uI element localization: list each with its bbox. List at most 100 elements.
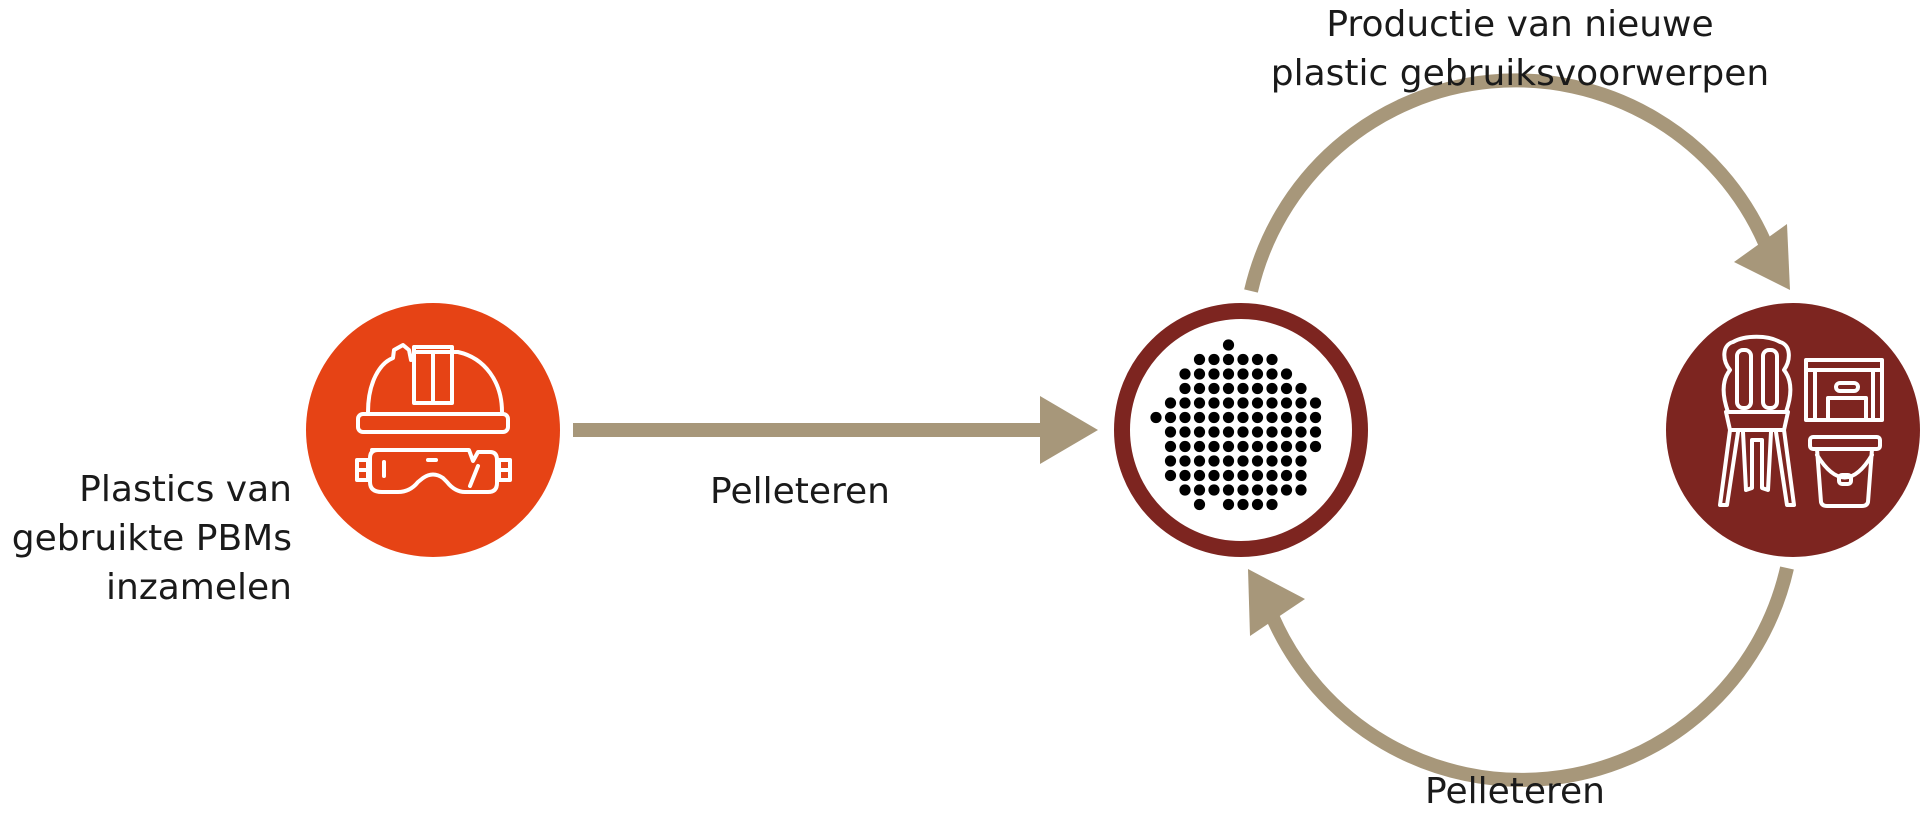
pellet-dot <box>1237 382 1249 395</box>
pellet-dot <box>1280 469 1293 482</box>
pellet-dot <box>1222 498 1235 511</box>
pellet-dot <box>1193 397 1206 409</box>
pellet-dot <box>1222 469 1235 482</box>
pellet-dot <box>1266 368 1278 380</box>
pellet-dot <box>1222 484 1235 496</box>
pellet-dot <box>1222 426 1235 438</box>
pellet-dot <box>1164 426 1177 438</box>
pellet-dot <box>1237 455 1249 467</box>
pellet-dot <box>1222 455 1235 467</box>
pellet-dot <box>1193 469 1206 482</box>
pellet-dot <box>1222 353 1235 366</box>
production-label-line-2: plastic gebruiksvoorwerpen <box>1270 53 1770 94</box>
pellet-dot <box>1309 411 1322 424</box>
pellet-dot <box>1266 498 1278 511</box>
pellet-dot <box>1164 440 1177 453</box>
pellet-dot <box>1179 455 1191 467</box>
pellet-dot <box>1237 440 1249 453</box>
pellet-dot <box>1237 368 1249 380</box>
pellet-dot <box>1179 426 1191 438</box>
chair-bucket-crate-icon <box>1718 334 1884 508</box>
pellet-dot <box>1193 353 1206 366</box>
collect-label-line-3: inzamelen <box>106 567 292 608</box>
collect-label-line-1: Plastics van <box>79 469 292 510</box>
pellet-dot <box>1251 455 1264 467</box>
pellet-dot <box>1266 484 1278 496</box>
pellet-dot <box>1251 469 1264 482</box>
pellet-dot <box>1193 382 1206 395</box>
plastic-pellets-icon <box>1150 339 1322 511</box>
ppe-node <box>306 303 560 557</box>
pellet-dot <box>1208 455 1220 467</box>
pellet-dot <box>1237 498 1249 511</box>
pellet-dot <box>1193 426 1206 438</box>
pellet-dot <box>1280 426 1293 438</box>
pellet-dot <box>1251 353 1264 366</box>
pellet-dot <box>1208 368 1220 380</box>
top-curved-arrow <box>1244 73 1790 293</box>
pellet-dot <box>1222 382 1235 395</box>
pellet-dot <box>1150 411 1162 424</box>
pellet-dot <box>1295 469 1307 482</box>
pellet-dot <box>1251 484 1264 496</box>
pellet-dot <box>1251 440 1264 453</box>
pellet-dot <box>1222 368 1235 380</box>
pellets-node <box>1114 303 1368 557</box>
pellet-dot <box>1251 411 1264 424</box>
pellet-dot <box>1280 411 1293 424</box>
pellet-dot <box>1193 498 1206 511</box>
pellet-dot <box>1179 469 1191 482</box>
pellet-dot <box>1280 440 1293 453</box>
pellet-dot <box>1179 397 1191 409</box>
pellet-dot <box>1208 426 1220 438</box>
pellet-dot <box>1179 440 1191 453</box>
pellet-dot <box>1280 382 1293 395</box>
pellet-dot <box>1295 411 1307 424</box>
pellet-dot <box>1295 484 1307 496</box>
pellet-dot <box>1266 411 1278 424</box>
pellet-dot <box>1164 469 1177 482</box>
pellet-dot <box>1222 339 1235 351</box>
pellet-dot <box>1164 397 1177 409</box>
pellet-dot <box>1251 382 1264 395</box>
pellet-dot <box>1280 484 1293 496</box>
pellet-dot <box>1295 382 1307 395</box>
pellet-dot <box>1208 469 1220 482</box>
straight-arrow <box>573 396 1098 464</box>
pellet-dot <box>1222 411 1235 424</box>
pellet-dot <box>1237 411 1249 424</box>
pellet-dot <box>1164 411 1177 424</box>
pellet-dot <box>1237 484 1249 496</box>
pellet-dot <box>1208 353 1220 366</box>
pellet-dot <box>1193 455 1206 467</box>
pellet-dot <box>1266 440 1278 453</box>
pellet-dot <box>1251 397 1264 409</box>
pellet-dot <box>1193 440 1206 453</box>
pellet-dot <box>1266 382 1278 395</box>
pellet-dot <box>1222 397 1235 409</box>
pelletize-label-straight: Pelleteren <box>710 471 890 512</box>
pellet-dot <box>1208 411 1220 424</box>
pellet-dot <box>1280 397 1293 409</box>
pellet-dot <box>1179 368 1191 380</box>
pellet-dot <box>1309 397 1322 409</box>
pellet-dot <box>1266 426 1278 438</box>
collect-label-line-2: gebruikte PBMs <box>11 518 292 559</box>
production-label-line-1: Productie van nieuwe <box>1326 4 1714 45</box>
pellet-dot <box>1193 368 1206 380</box>
pellet-dot <box>1295 440 1307 453</box>
pellet-dot <box>1164 455 1177 467</box>
production-label: Productie van nieuwe plastic gebruiksvoo… <box>1260 0 1780 98</box>
pellet-dot <box>1193 411 1206 424</box>
pellet-dot <box>1266 353 1278 366</box>
pellet-dot <box>1179 411 1191 424</box>
pellet-dot <box>1251 426 1264 438</box>
pellet-dot <box>1295 455 1307 467</box>
pellet-dot <box>1208 484 1220 496</box>
pelletize-label-bottom: Pelleteren <box>1425 771 1605 812</box>
pellet-dot <box>1295 397 1307 409</box>
pellet-dot <box>1309 426 1322 438</box>
pellet-dot <box>1237 353 1249 366</box>
pellet-dot <box>1266 455 1278 467</box>
